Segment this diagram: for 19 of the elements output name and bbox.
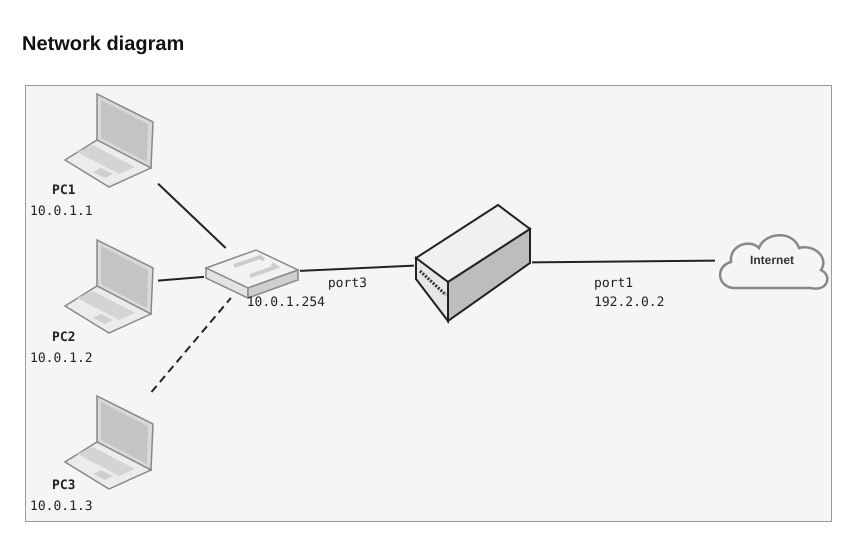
node-caption: 10.0.1.2 [30, 351, 93, 366]
node-caption: PC1 [52, 183, 76, 198]
connection-line [157, 182, 226, 249]
connection-line [158, 276, 204, 282]
node-label: Internet [750, 253, 794, 267]
node-caption: 10.0.1.254 [246, 295, 325, 310]
node-caption: port3 [328, 276, 367, 291]
node-caption: 192.2.0.2 [594, 295, 664, 310]
dashed-connection-line [150, 297, 232, 393]
network-switch-drawing [204, 248, 300, 298]
connection-line [300, 264, 414, 272]
firewall-device-drawing [414, 203, 532, 323]
diagram-title: Network diagram [22, 33, 184, 56]
node-caption: 10.0.1.1 [30, 204, 93, 219]
node-caption: PC3 [52, 478, 76, 493]
node-caption: PC2 [52, 330, 76, 345]
node-caption: port1 [594, 276, 634, 291]
connection-line [532, 260, 716, 264]
node-caption: 10.0.1.3 [30, 499, 93, 514]
